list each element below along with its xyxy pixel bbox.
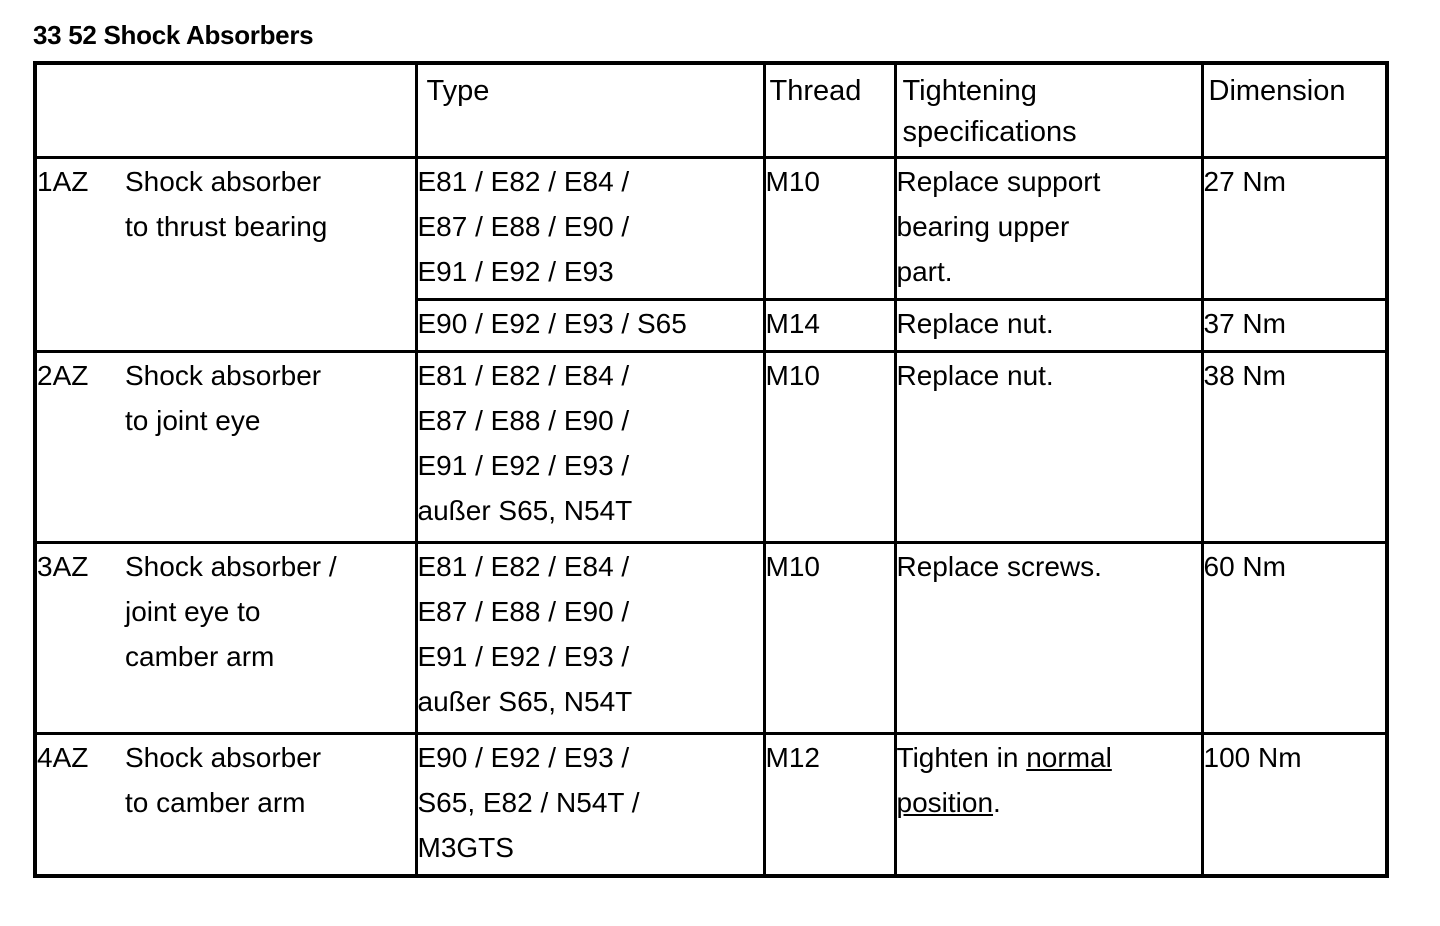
tightening-prefix-text: Tighten in bbox=[896, 742, 1027, 773]
cell-thread: M10 bbox=[762, 541, 897, 735]
column-header-tightening-line-2: specifications bbox=[902, 116, 1077, 148]
table-row: 4AZ Shock absorber to camber arm E90 / E… bbox=[33, 732, 1389, 878]
table-row: E90 / E92 / E93 / S65 M14 Replace nut. 3… bbox=[35, 298, 1389, 353]
column-header-thread: Thread bbox=[762, 61, 897, 159]
cell-tightening-specifications: Replace nut. bbox=[893, 350, 1204, 544]
type-line-1: E81 / E82 / E84 / bbox=[417, 166, 630, 197]
row-description-wrap: 3AZ Shock absorber / joint eye to camber… bbox=[37, 544, 415, 679]
type-line-3: M3GTS bbox=[417, 832, 514, 863]
tightening-line-1: Tighten in normal bbox=[897, 735, 1201, 780]
row-id-label: 4AZ bbox=[37, 742, 89, 773]
column-header-dimension-label: Dimension bbox=[1208, 75, 1346, 107]
tightening-line-1: Replace nut. bbox=[896, 360, 1054, 391]
type-line-1: E81 / E82 / E84 / bbox=[417, 551, 630, 582]
cell-type: E81 / E82 / E84 / E87 / E88 / E90 / E91 … bbox=[414, 156, 766, 301]
row-description-line-1: Shock absorber bbox=[125, 360, 322, 391]
column-header-thread-label: Thread bbox=[769, 75, 862, 107]
column-header-description bbox=[33, 61, 418, 159]
row-id-label: 3AZ bbox=[37, 551, 89, 582]
type-line-3: E91 / E92 / E93 / bbox=[417, 641, 630, 672]
type-line-1: E90 / E92 / E93 / S65 bbox=[417, 308, 687, 339]
row-description-text: Shock absorber to joint eye bbox=[125, 353, 415, 443]
row-description-line-2: to thrust bearing bbox=[125, 211, 328, 242]
tightening-line-2: bearing upper bbox=[896, 211, 1070, 242]
row-description-wrap: 2AZ Shock absorber to joint eye bbox=[37, 353, 415, 443]
cell-thread: M14 bbox=[762, 298, 897, 353]
table-header: Type Thread Tightening specifications Di… bbox=[33, 61, 1389, 159]
tightening-line-1: Replace nut. bbox=[896, 308, 1054, 339]
row-id-label: 2AZ bbox=[37, 360, 89, 391]
column-header-tightening-specifications: Tightening specifications bbox=[893, 61, 1204, 159]
cell-dimension: 37 Nm bbox=[1200, 298, 1389, 353]
cell-dimension: 27 Nm bbox=[1200, 156, 1389, 301]
column-header-dimension: Dimension bbox=[1200, 61, 1389, 159]
type-line-4: außer S65, N54T bbox=[417, 686, 633, 717]
cell-dimension: 100 Nm bbox=[1200, 732, 1389, 878]
cell-dimension: 60 Nm bbox=[1200, 541, 1389, 735]
row-description-line-3: camber arm bbox=[125, 641, 275, 672]
row-description-cell-2az: 2AZ Shock absorber to joint eye bbox=[33, 350, 418, 544]
row-description-line-2: to joint eye bbox=[125, 405, 261, 436]
type-line-2: E87 / E88 / E90 / bbox=[417, 596, 630, 627]
column-header-type-label: Type bbox=[426, 75, 490, 107]
cell-type: E90 / E92 / E93 / S65, E82 / N54T / M3GT… bbox=[414, 732, 766, 878]
type-line-2: E87 / E88 / E90 / bbox=[417, 405, 630, 436]
tightening-line-2: position. bbox=[897, 780, 1201, 825]
row-description-line-1: Shock absorber / bbox=[125, 551, 337, 582]
table-row: 1AZ Shock absorber to thrust bearing E81… bbox=[33, 156, 1389, 353]
row-description-text: Shock absorber to thrust bearing bbox=[125, 159, 415, 249]
row-description-line-2: joint eye to bbox=[125, 596, 261, 627]
page-title: 33 52 Shock Absorbers bbox=[33, 20, 314, 50]
cell-tightening-specifications: Replace screws. bbox=[893, 541, 1204, 735]
row-description-line-2: to camber arm bbox=[125, 787, 306, 818]
cell-tightening-specifications: Tighten in normal position. bbox=[893, 732, 1204, 878]
row-id-label: 1AZ bbox=[37, 166, 89, 197]
row-description-cell-4az: 4AZ Shock absorber to camber arm bbox=[33, 732, 418, 878]
type-line-4: außer S65, N54T bbox=[417, 495, 633, 526]
type-line-2: S65, E82 / N54T / bbox=[417, 787, 640, 818]
tightening-line-3: part. bbox=[896, 256, 953, 287]
type-line-3: E91 / E92 / E93 bbox=[417, 256, 614, 287]
row-description-wrap: 4AZ Shock absorber to camber arm bbox=[37, 735, 415, 825]
row-description-wrap: 1AZ Shock absorber to thrust bearing bbox=[37, 159, 415, 249]
row-description-text: Shock absorber to camber arm bbox=[125, 735, 415, 825]
tightening-underlined-word-1: normal bbox=[1026, 742, 1112, 773]
cell-tightening-specifications: Replace support bearing upper part. bbox=[893, 156, 1204, 301]
cell-dimension: 38 Nm bbox=[1200, 350, 1389, 544]
shock-absorbers-spec-table: Type Thread Tightening specifications Di… bbox=[33, 61, 1389, 878]
cell-type: E90 / E92 / E93 / S65 bbox=[414, 298, 766, 353]
row-description-text: Shock absorber / joint eye to camber arm bbox=[125, 544, 415, 679]
cell-thread: M10 bbox=[762, 156, 897, 301]
row-description-cell-3az: 3AZ Shock absorber / joint eye to camber… bbox=[33, 541, 418, 735]
table-body: 1AZ Shock absorber to thrust bearing E81… bbox=[33, 156, 1389, 878]
cell-thread: M10 bbox=[762, 350, 897, 544]
header-row: Type Thread Tightening specifications Di… bbox=[33, 61, 1389, 159]
row-description-line-1: Shock absorber bbox=[125, 742, 322, 773]
type-line-2: E87 / E88 / E90 / bbox=[417, 211, 630, 242]
tightening-line-1: Replace screws. bbox=[896, 551, 1102, 582]
cell-type: E81 / E82 / E84 / E87 / E88 / E90 / E91 … bbox=[414, 541, 766, 735]
type-line-3: E91 / E92 / E93 / bbox=[417, 450, 630, 481]
column-header-tightening-line-1: Tightening bbox=[902, 75, 1037, 107]
type-line-1: E81 / E82 / E84 / bbox=[417, 360, 630, 391]
column-header-description-label bbox=[37, 65, 415, 71]
row-description-line-1: Shock absorber bbox=[125, 166, 322, 197]
column-header-tightening-wrap: Tightening specifications bbox=[897, 65, 1201, 153]
cell-tightening-specifications: Replace nut. bbox=[893, 298, 1204, 353]
type-line-1: E90 / E92 / E93 / bbox=[417, 742, 630, 773]
cell-thread: M12 bbox=[762, 732, 897, 878]
tightening-line-1: Replace support bbox=[896, 166, 1101, 197]
tightening-suffix-text: . bbox=[993, 787, 1001, 818]
tightening-underlined-word-2: position bbox=[896, 787, 994, 818]
table-row: 2AZ Shock absorber to joint eye E81 / E8… bbox=[33, 350, 1389, 544]
column-header-type: Type bbox=[414, 61, 766, 159]
cell-type: E81 / E82 / E84 / E87 / E88 / E90 / E91 … bbox=[414, 350, 766, 544]
row-description-cell-1az: 1AZ Shock absorber to thrust bearing bbox=[33, 156, 418, 353]
table-row: 3AZ Shock absorber / joint eye to camber… bbox=[33, 541, 1389, 735]
